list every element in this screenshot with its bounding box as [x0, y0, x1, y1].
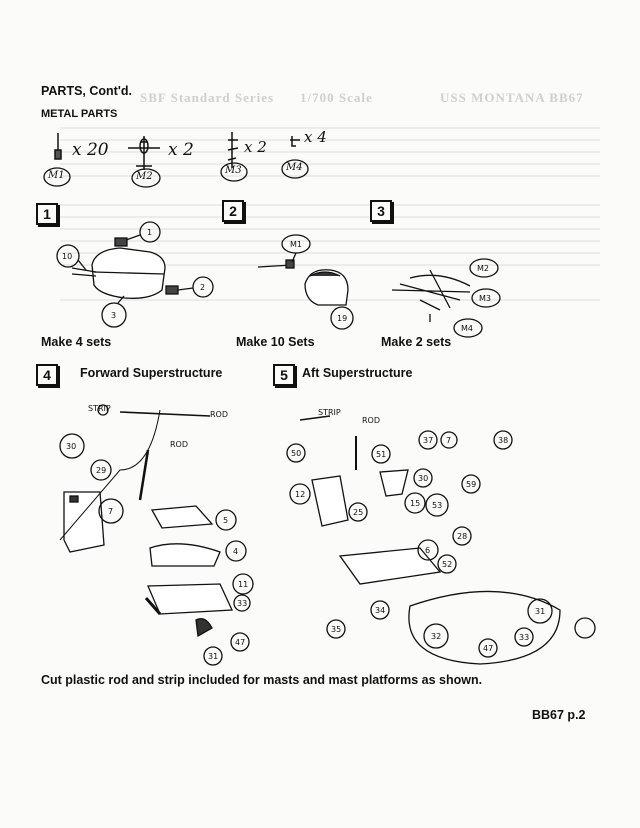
step-4-number: 4	[36, 364, 58, 386]
metal-part-m4-label: M4	[286, 162, 303, 173]
step-5-rod-label: ROD	[362, 416, 381, 425]
bleed-through-series: SBF Standard Series	[140, 90, 275, 105]
metal-part-m2-qty: x 2	[168, 140, 194, 160]
step-5-callout-53: 53	[432, 501, 443, 510]
step-5-callout-47: 47	[483, 644, 494, 653]
metal-part-m3-label: M3	[225, 165, 242, 176]
metal-part-m2-label: M2	[136, 171, 153, 182]
metal-part-m1-label: M1	[48, 170, 65, 181]
step-5-callout-30: 30	[418, 474, 429, 483]
step-3-caption: Make 2 sets	[381, 335, 452, 349]
step-5-callout-25: 25	[353, 508, 364, 517]
step-5-callout-12: 12	[295, 490, 306, 499]
step-1-callout-10: 10	[62, 252, 73, 261]
step-5-strip-label: STRIP	[318, 408, 341, 417]
step-4-callout-33: 33	[237, 599, 248, 608]
step-4-callout-31: 31	[208, 652, 219, 661]
step-5-callout-38: 38	[498, 436, 509, 445]
step-2-callout-19: 19	[337, 314, 348, 323]
step-5-callout-15: 15	[410, 499, 421, 508]
step-4-rod-top-label: ROD	[210, 410, 229, 419]
step-5-callout-6: 6	[425, 546, 431, 555]
step-3-callout-m3: M3	[479, 294, 491, 303]
step-4-callout-47: 47	[235, 638, 246, 647]
step-5-callout-51: 51	[376, 450, 387, 459]
step-1-callout-1: 1	[147, 228, 153, 237]
metal-parts-heading: METAL PARTS	[41, 108, 118, 120]
parts-contd-heading: PARTS, Cont'd.	[41, 84, 132, 98]
metal-part-m4-qty: x 4	[304, 128, 327, 146]
step-5-callout-35: 35	[331, 625, 342, 634]
step-5-callout-59: 59	[466, 480, 477, 489]
step-5-callout-31: 31	[535, 607, 546, 616]
step-2-callout-m1: M1	[290, 240, 302, 249]
metal-part-m1-qty: x 20	[72, 140, 109, 160]
step-4-callout-4: 4	[233, 547, 239, 556]
step-1-callout-3: 3	[111, 311, 117, 320]
step-2-caption: Make 10 Sets	[236, 335, 315, 349]
step-4-callout-7: 7	[108, 507, 114, 516]
step-4-title: Forward Superstructure	[80, 366, 223, 380]
step-4-strip-label: STRIP	[88, 404, 111, 413]
step-3-callout-m2: M2	[477, 264, 489, 273]
page-reference: BB67 p.2	[532, 708, 586, 722]
step-4-callout-11: 11	[238, 580, 249, 589]
bleed-through-scale: 1/700 Scale	[300, 90, 373, 105]
step-4-callout-5: 5	[223, 516, 229, 525]
step-5-title: Aft Superstructure	[302, 366, 413, 380]
step-1-caption: Make 4 sets	[41, 335, 112, 349]
step-1-callout-2: 2	[200, 283, 206, 292]
step-5-callout-32: 32	[431, 632, 442, 641]
step-5-callout-52: 52	[442, 560, 453, 569]
step-5-callout-50: 50	[291, 449, 302, 458]
step-4-callout-29: 29	[96, 466, 107, 475]
metal-part-m3-qty: x 2	[244, 138, 267, 156]
step-2-number: 2	[222, 200, 244, 222]
bleed-through-title: USS MONTANA BB67	[440, 90, 584, 105]
step-5-callout-7: 7	[446, 436, 452, 445]
step-4-rod-label: ROD	[170, 440, 189, 449]
step-5-number: 5	[273, 364, 295, 386]
step-1-number: 1	[36, 203, 58, 225]
step-5-callout-34: 34	[375, 606, 386, 615]
step-3-number: 3	[370, 200, 392, 222]
step-3-callout-m4: M4	[461, 324, 473, 333]
step-5-callout-37: 37	[423, 436, 434, 445]
step-5-callout-33: 33	[519, 633, 530, 642]
step-5-callout-28: 28	[457, 532, 468, 541]
step-4-callout-30: 30	[66, 442, 77, 451]
footer-note: Cut plastic rod and strip included for m…	[41, 673, 483, 687]
